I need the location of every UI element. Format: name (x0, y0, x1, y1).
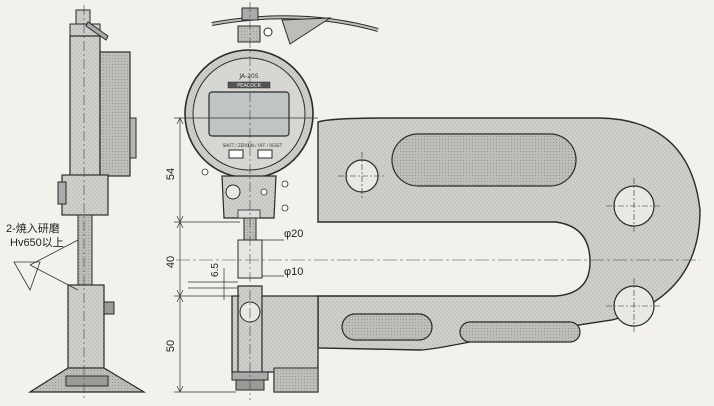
hardened-note-line1: 2-焼入研磨 (6, 222, 60, 235)
dial-gauge (184, 2, 379, 400)
dim-offset: 6.5 (210, 263, 221, 277)
dim-throat-height: 40 (165, 256, 177, 268)
frame (231, 117, 701, 393)
dim-upper-height: 54 (165, 168, 177, 180)
gauge-button-right-label: ON / OFF / RESET (248, 143, 283, 148)
side-view (13, 5, 147, 398)
gauge-model-label: JA-20S (238, 73, 258, 80)
dim-lower-height: 50 (165, 340, 177, 352)
gauge-brand-label: PEACOCK (237, 83, 261, 89)
gauge-button-left-label: SHIFT / ZERO (223, 143, 250, 148)
dim-spindle-diameter: φ10 (284, 266, 303, 278)
hardened-note-line2: Hv650以上 (10, 236, 64, 249)
dim-anvil-diameter: φ20 (284, 228, 303, 240)
dimension-lines (174, 117, 318, 393)
